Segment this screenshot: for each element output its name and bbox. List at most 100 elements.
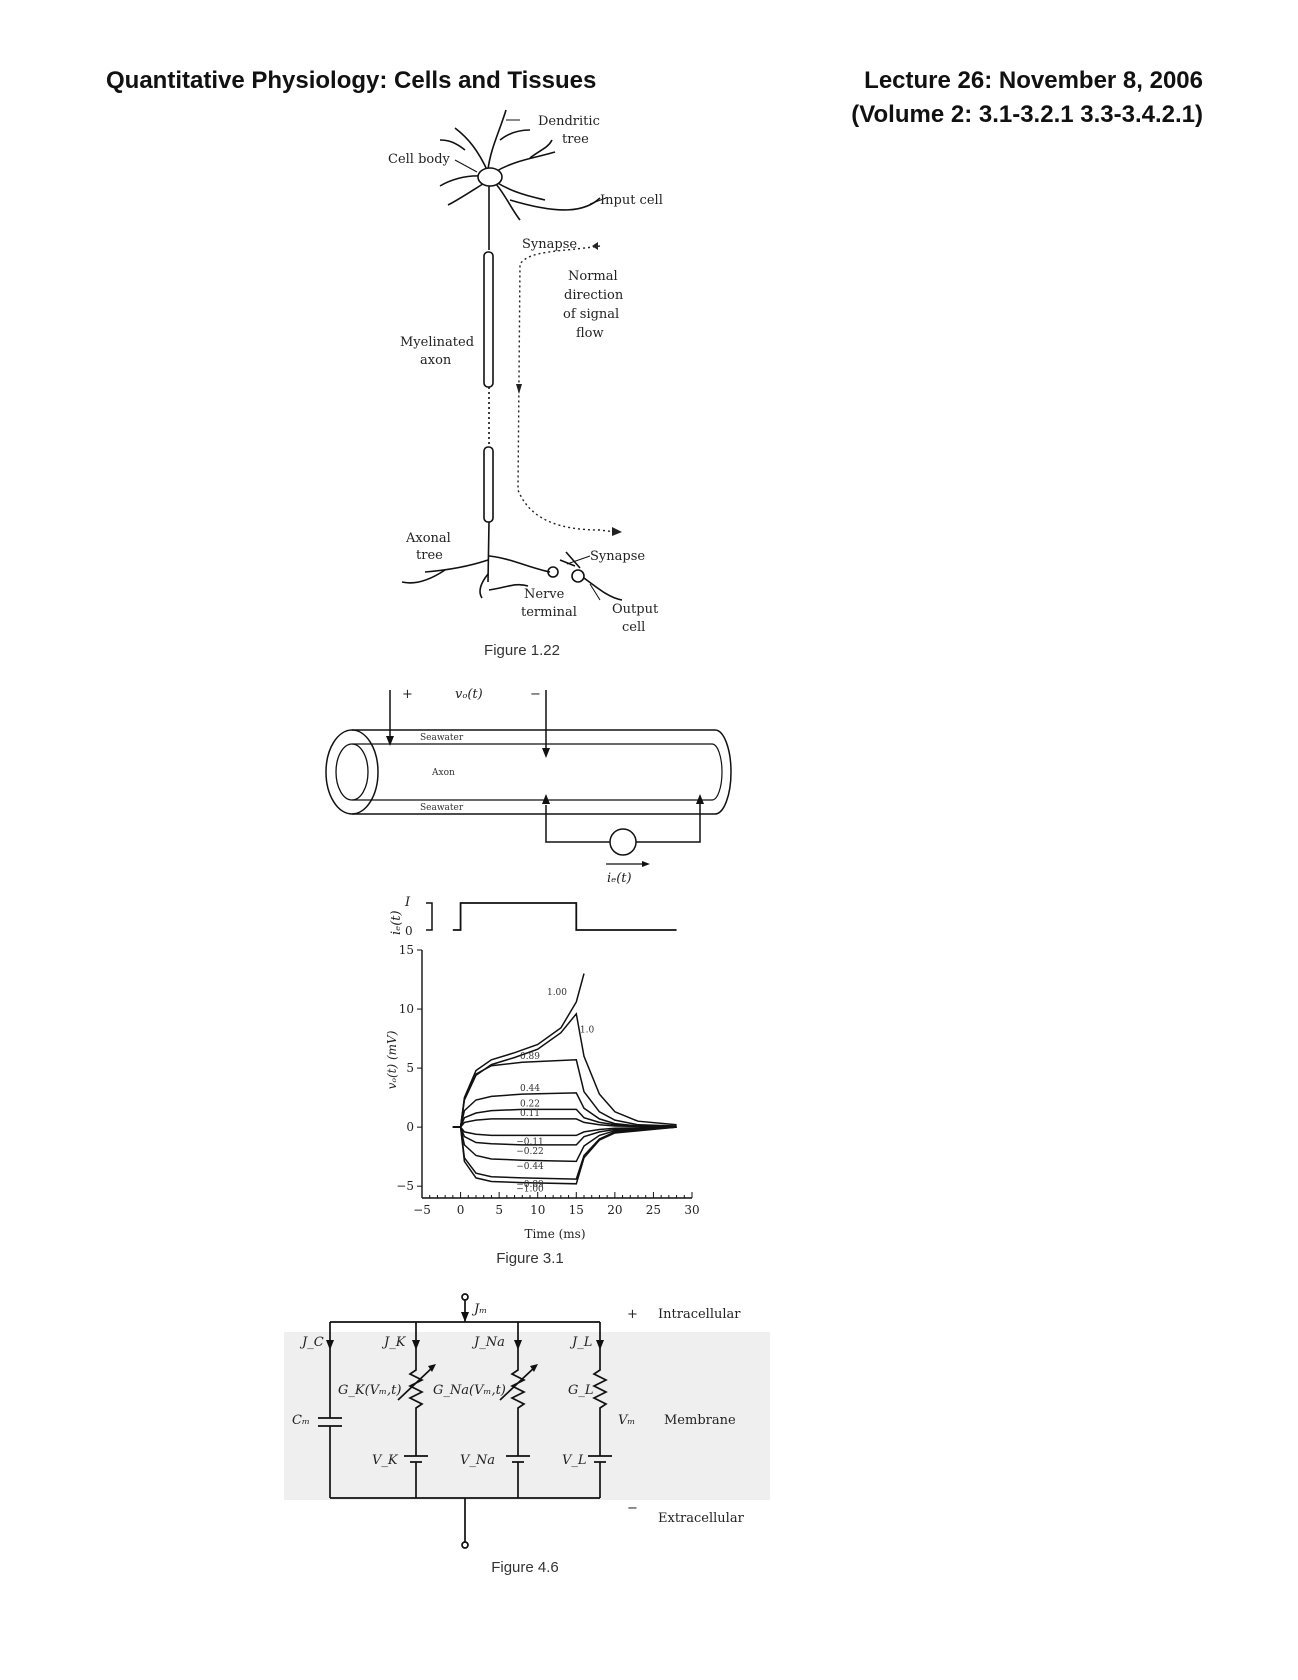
series-line: [452, 1126, 677, 1163]
label-cell-body: Cell body: [388, 152, 451, 167]
label-synapse-bottom: Synapse: [590, 549, 645, 564]
stimulus-high-tick: I: [404, 895, 411, 910]
label-jc: J_C: [299, 1335, 324, 1350]
label-extracellular: Extracellular: [658, 1511, 745, 1526]
series-line: [452, 1092, 677, 1128]
label-output-cell: cell: [622, 620, 645, 635]
chart-ylabel: vₒ(t) (mV): [385, 1030, 399, 1089]
lecture-reading: (Volume 2: 3.1-3.2.1 3.3-3.4.2.1): [851, 101, 1203, 128]
y-tick-label: 15: [399, 943, 414, 957]
y-tick-label: 5: [406, 1061, 414, 1075]
series-label: 0.89: [520, 1052, 540, 1062]
y-tick-label: −5: [396, 1179, 414, 1193]
y-tick-label: 10: [399, 1002, 414, 1016]
chart-xlabel: Time (ms): [524, 1227, 585, 1241]
label-synapse-top: Synapse: [522, 237, 577, 252]
series-line: [452, 1108, 677, 1128]
label-output: Output: [612, 602, 659, 617]
label-axonal-tree: tree: [416, 548, 443, 563]
label-of-signal: of signal: [563, 307, 619, 322]
label-minus: −: [627, 1501, 638, 1516]
series-line: [452, 1126, 677, 1137]
label-plus: +: [627, 1307, 638, 1322]
y-tick-label: 0: [406, 1120, 414, 1134]
vo-label: vₒ(t): [455, 687, 483, 702]
neuron-diagram: Dendritic tree Cell body Input cell Syna…: [388, 109, 663, 659]
caption-figure-3-1: Figure 3.1: [496, 1250, 564, 1267]
series-line: [452, 1126, 677, 1185]
membrane-band: [284, 1332, 770, 1500]
label-jl: J_L: [569, 1335, 592, 1350]
circuit-arrowheads: [326, 1312, 604, 1372]
stimulus-ylabel: iₑ(t): [389, 910, 404, 935]
label-tree: tree: [562, 132, 589, 147]
x-tick-label: 25: [646, 1203, 661, 1217]
series-label: −0.22: [516, 1147, 544, 1157]
x-tick-label: 0: [457, 1203, 465, 1217]
axon-text: Axon: [431, 768, 455, 778]
lecture-date: Lecture 26: November 8, 2006: [864, 67, 1203, 94]
neuron-drawing: [401, 109, 623, 601]
label-gl: G_L: [568, 1383, 594, 1398]
label-input-cell: Input cell: [600, 193, 663, 208]
label-axonal: Axonal: [405, 531, 451, 546]
chart-series-labels: 1.00 1.0 0.89 0.44 0.220.11 −0.11−0.22 −0.44 −0…: [516, 988, 594, 1195]
label-myelinated: Myelinated: [400, 335, 474, 350]
series-label: 0.22: [520, 1099, 540, 1109]
lecture-info: Lecture 26: November 8, 2006 (Volume 2: …: [851, 64, 1203, 132]
label-dendritic: Dendritic: [538, 114, 600, 129]
series-label: 1.00: [547, 988, 567, 998]
label-jm: Jₘ: [471, 1302, 487, 1317]
caption-figure-4-6: Figure 4.6: [491, 1559, 559, 1576]
seawater-bottom: Seawater: [420, 803, 464, 813]
ie-label: iₑ(t): [607, 871, 632, 886]
vo-plus: +: [402, 687, 413, 702]
membrane-circuit-diagram: Jₘ + Intracellular J_C J_K J_Na J_L G_K(…: [284, 1293, 770, 1576]
seawater-top: Seawater: [420, 733, 464, 743]
label-membrane: Membrane: [664, 1413, 736, 1428]
label-nerve: Nerve: [524, 587, 565, 602]
stimulus-low-tick: 0: [405, 924, 413, 938]
label-terminal: terminal: [521, 605, 577, 620]
chart-series: [452, 973, 677, 1185]
series-line: [452, 1126, 677, 1146]
series-label: −0.44: [516, 1162, 544, 1172]
series-label: 1.0: [580, 1026, 595, 1036]
axon-apparatus: + vₒ(t) − Seawater Axon Seawater iₑ(t): [325, 687, 732, 886]
label-normal: Normal: [568, 269, 618, 284]
label-cm: Cₘ: [292, 1413, 310, 1428]
label-gna: G_Na(Vₘ,t): [433, 1383, 506, 1398]
series-label: −0.89: [516, 1180, 544, 1190]
label-direction: direction: [564, 288, 624, 303]
series-label: −0.11: [516, 1137, 544, 1147]
label-axon: axon: [420, 353, 452, 368]
label-vl: V_L: [562, 1453, 587, 1468]
x-tick-label: 5: [495, 1203, 503, 1217]
signal-flow-arrow: [516, 242, 622, 536]
x-tick-label: −5: [413, 1203, 431, 1217]
label-jna: J_Na: [471, 1335, 505, 1350]
label-gk: G_K(Vₘ,t): [338, 1383, 401, 1398]
label-intracellular: Intracellular: [658, 1307, 741, 1322]
stimulus-pulse: [452, 902, 677, 931]
vo-minus: −: [530, 687, 541, 702]
label-vk: V_K: [372, 1453, 399, 1468]
series-label: 0.11: [520, 1109, 540, 1119]
caption-figure-1-22: Figure 1.22: [484, 642, 560, 659]
series-line: [452, 1059, 677, 1128]
series-label: −1.00: [516, 1185, 544, 1195]
axon-experiment-figure: + vₒ(t) − Seawater Axon Seawater iₑ(t) i…: [325, 687, 732, 1241]
stimulus-trace: iₑ(t) I 0: [389, 895, 677, 938]
label-jk: J_K: [381, 1335, 407, 1350]
label-leaders: [454, 119, 607, 601]
x-tick-label: 15: [569, 1203, 584, 1217]
label-flow: flow: [576, 326, 604, 341]
x-tick-label: 10: [530, 1203, 545, 1217]
series-label: 0.44: [520, 1084, 540, 1094]
course-title: Quantitative Physiology: Cells and Tissu…: [106, 67, 597, 94]
x-tick-label: 30: [684, 1203, 699, 1217]
series-line: [452, 1118, 677, 1128]
label-vm: Vₘ: [618, 1413, 635, 1428]
